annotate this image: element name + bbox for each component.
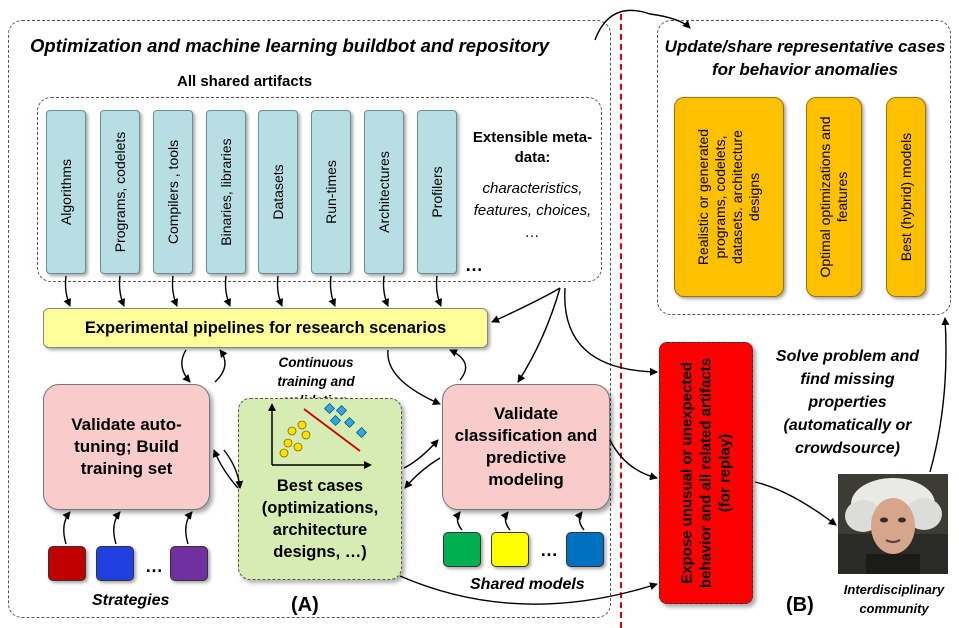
metadata-title: Extensible meta-data: [472, 129, 593, 166]
artifact-compilers-tools: Compilers , tools [153, 110, 193, 274]
case-box-programs: Realistic or generated programs, codelet… [674, 97, 784, 297]
strategies-label: Strategies [92, 592, 170, 609]
model-square-yellow [491, 532, 529, 567]
expose-box: Expose unusual or unexpected behavior an… [659, 342, 753, 604]
arrow-artifact-3 [170, 275, 178, 307]
pipeline-box: Experimental pipelines for research scen… [43, 308, 488, 348]
arrow-model-1 [452, 511, 463, 531]
arrow-community-to-panel [929, 317, 950, 473]
validate-tuning-box: Validate auto-tuning; Build training set [43, 384, 210, 510]
arrow-classification-to-best [404, 457, 441, 489]
artifact-datasets: Datasets [258, 110, 298, 274]
artifacts-container [37, 97, 602, 282]
validate-classification-box: Validate classification and predictive m… [442, 384, 610, 510]
artifact-binaries-libraries: Binaries, libraries [206, 110, 246, 274]
arrow-artifact-4 [223, 275, 231, 307]
validate-tuning-label: Validate auto-tuning; Build training set [71, 415, 182, 478]
arrow-strategy-2 [112, 511, 121, 545]
arrow-tuning-to-best [223, 449, 244, 489]
artifacts-heading: All shared artifacts [177, 73, 313, 90]
models-more: … [540, 540, 558, 560]
arrow-best-to-expose [399, 575, 658, 605]
arrow-best-to-tuning [212, 449, 239, 489]
artifacts-more: … [465, 255, 483, 275]
portrait-photo [838, 474, 948, 574]
arrow-classification-to-pipeline [449, 349, 467, 381]
community-label: Interdisciplinary community [843, 582, 945, 616]
arrow-artifact-8 [434, 275, 442, 307]
arrow-artifact-2 [117, 275, 125, 307]
panel-b-tag: (B) [786, 594, 814, 616]
model-square-blue [566, 532, 604, 567]
scatter-plot-icon [268, 403, 372, 469]
model-square-green [443, 532, 481, 567]
artifact-run-times: Run-times [311, 110, 351, 274]
arrow-metadata-pipeline [491, 287, 561, 323]
right-panel-title: Update/share representative cases for be… [664, 37, 946, 79]
arrow-metadata-validate [517, 287, 561, 383]
arrow-classification-to-expose [609, 439, 658, 481]
left-panel [8, 20, 611, 618]
arrow-artifact-6 [328, 275, 336, 307]
arrow-model-3 [574, 511, 585, 531]
solve-label: Solve problem and find missing propertie… [775, 348, 920, 457]
arrow-strategy-1 [62, 511, 71, 545]
strategy-square-red [48, 546, 86, 581]
case-box-models: Best (hybrid) models [886, 97, 926, 297]
left-panel-title: Optimization and machine learning buildb… [30, 35, 550, 56]
arrow-tuning-to-pipeline [214, 349, 228, 383]
shared-models-label: Shared models [470, 576, 585, 593]
arrow-metadata-to-expose [564, 287, 658, 376]
artifact-profilers: Profilers [417, 110, 457, 274]
case-box-optimizations: Optimal optimizations and features [806, 97, 862, 297]
strategy-square-purple [170, 546, 208, 581]
artifact-algorithms: Algorithms [46, 110, 86, 274]
strategy-square-blue [96, 546, 134, 581]
right-panel [657, 20, 951, 315]
artifact-architectures: Architectures [364, 110, 404, 274]
arrow-strategy-3 [184, 511, 193, 545]
arrow-expose-to-community [754, 481, 837, 526]
arrow-pipeline-to-classification [387, 349, 441, 405]
arrow-artifact-1 [63, 275, 71, 307]
arrow-model-2 [500, 511, 511, 531]
vertical-divider [620, 14, 622, 628]
best-cases-label: Best cases (optimizations, architecture … [261, 477, 379, 561]
artifact-programs-codelets: Programs, codelets [100, 110, 140, 274]
best-cases-box [238, 398, 402, 580]
strategies-more: … [145, 556, 163, 576]
arrow-pipeline-to-tuning [181, 349, 191, 383]
arrow-top-share [594, 9, 691, 41]
pipeline-label: Experimental pipelines for research scen… [84, 318, 447, 337]
metadata-items: characteristics, features, choices, … [473, 180, 592, 241]
arrow-artifact-5 [275, 275, 283, 307]
arrow-best-to-classification [403, 439, 439, 469]
validate-classification-label: Validate classification and predictive m… [454, 404, 598, 489]
arrow-artifact-7 [381, 275, 389, 307]
panel-a-tag: (A) [291, 594, 319, 616]
